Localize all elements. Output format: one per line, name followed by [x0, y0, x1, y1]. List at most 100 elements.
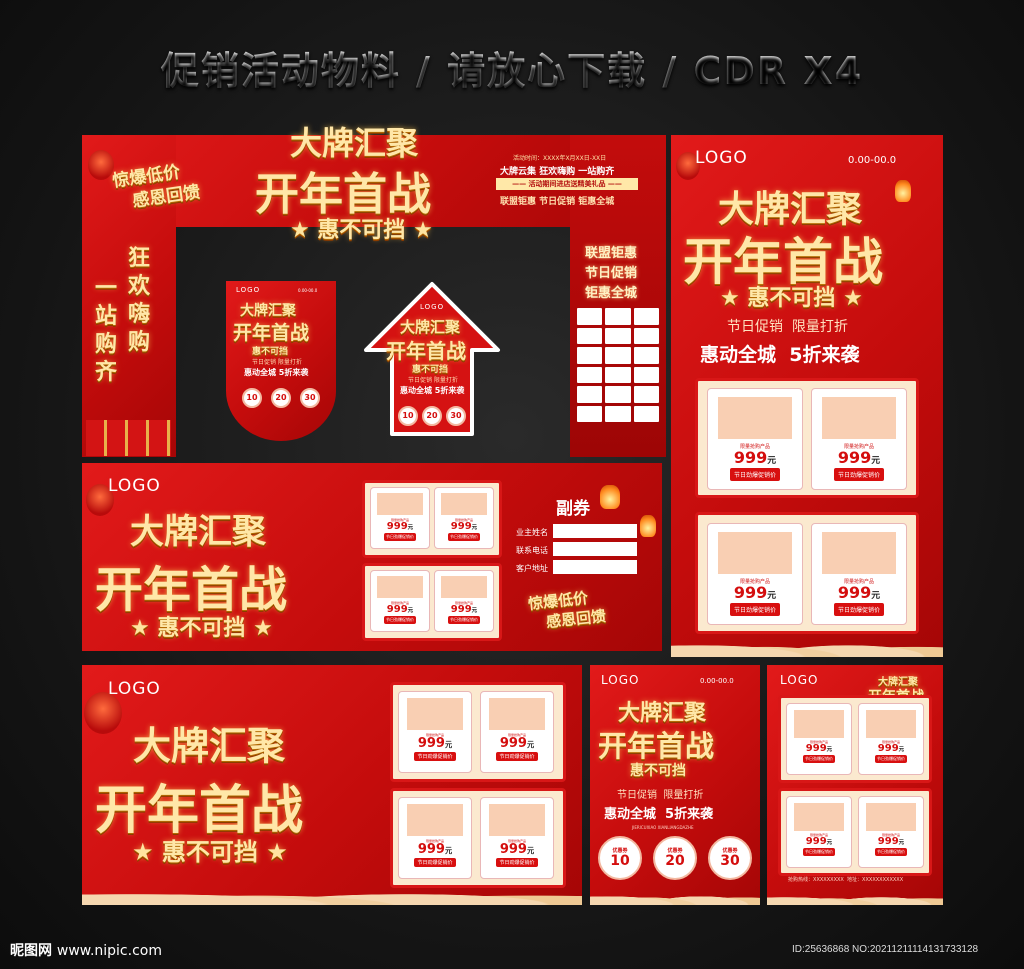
arrow-headline-3: 惠不可挡: [412, 365, 449, 375]
price-label: 节日劲爆促销价: [875, 848, 907, 857]
price-value: 999: [417, 842, 445, 858]
site-url: www.nipic.com: [56, 943, 162, 959]
price-label: 节日劲爆促销价: [448, 532, 480, 541]
price-unit: 元: [526, 740, 535, 750]
product-tag: 限量抢购产品: [809, 740, 828, 745]
headline-text: 惠不可挡: [747, 286, 836, 311]
coupon-value: 20: [426, 411, 438, 420]
price-value: 999: [805, 836, 827, 848]
cloud-decoration: [767, 887, 943, 905]
price-unit: 元: [471, 524, 478, 531]
grid-cell: [605, 366, 631, 383]
headline-text: 惠不可挡: [161, 838, 258, 866]
product-image-placeholder: [377, 576, 423, 599]
price-unit: 元: [898, 747, 905, 754]
coupon-label: 优惠券: [722, 847, 738, 854]
coupon-30: 30: [300, 388, 320, 408]
product-image-placeholder: [866, 709, 916, 738]
cloud-decoration: [82, 880, 582, 905]
image-id: ID:25636868 NO:20211211114131733128: [792, 944, 979, 955]
flyer-back-logo: LOGO: [780, 673, 819, 687]
flyer-headline-1: 大牌汇聚: [618, 701, 707, 726]
coupon-value: 10: [246, 393, 258, 402]
bottom-banner-logo: LOGO: [108, 679, 161, 699]
grid-cell: [605, 405, 631, 422]
product-price: 999元: [878, 744, 904, 754]
product-image-placeholder: [377, 493, 423, 516]
price-label: 节日劲爆促销价: [414, 858, 456, 868]
arch-headline-3: ★ 惠不可挡 ★: [290, 212, 433, 244]
owner-name-field[interactable]: [553, 524, 637, 538]
product-image-placeholder: [441, 576, 487, 599]
product-tag: 限量抢购产品: [425, 733, 444, 738]
tall-headline-1: 大牌汇聚: [718, 189, 863, 230]
price-unit: 元: [826, 747, 833, 754]
product-tag: 限量抢购产品: [454, 600, 473, 605]
grid-cell: [633, 366, 659, 383]
hanging-sign-headline-3: 惠不可挡: [252, 347, 289, 357]
product-tag: 限量抢购产品: [843, 579, 874, 586]
address-field[interactable]: [553, 560, 637, 574]
star-icon: ★: [130, 616, 150, 641]
hotline-label: 抢购热线：: [788, 877, 814, 883]
arrow-sticker-shape: [364, 282, 500, 436]
flyer-back-contact: 抢购热线：XXXXXXXXX 地址：XXXXXXXXXXXX: [788, 876, 903, 883]
grid-cell: [577, 327, 603, 344]
product-image-placeholder: [406, 804, 464, 837]
product-price: 999元: [878, 837, 904, 847]
flyer-headline-2: 开年首战: [598, 729, 715, 763]
left-pillar-col-1: 一站购齐: [95, 276, 118, 385]
grid-cell: [633, 386, 659, 403]
product-price: 999元: [734, 450, 776, 466]
coupon-label: 优惠券: [667, 847, 683, 854]
right-pillar-text-2: 节日促销: [585, 266, 638, 281]
price-value: 999: [733, 448, 768, 468]
tall-poster-logo: LOGO: [695, 148, 748, 168]
right-pillar-text-3: 钜惠全城: [585, 286, 638, 301]
flyer-time: 0.00-00.0: [700, 677, 734, 685]
hanging-sign-time: 0.00-00.0: [298, 288, 318, 293]
product-tag: 限量抢购产品: [454, 517, 473, 522]
banner-logo: LOGO: [108, 476, 161, 496]
coupon-value: 10: [610, 852, 630, 869]
price-value: 999: [877, 836, 899, 848]
star-icon: ★: [290, 218, 310, 243]
lantern-icon: [86, 484, 114, 516]
arrow-sub-2: 惠动全城 5折来袭: [400, 386, 465, 395]
grid-cell: [577, 347, 603, 364]
watermark-brand: 昵图网 www.nipic.com: [10, 940, 162, 960]
product-tag: 限量抢购产品: [881, 833, 900, 838]
price-label: 节日劲爆促销价: [803, 755, 835, 764]
product-image-placeholder: [794, 709, 844, 738]
product-price: 999元: [387, 604, 413, 615]
coupon-value: 30: [450, 411, 462, 420]
price-unit: 元: [471, 607, 478, 614]
price-label: 节日劲爆促销价: [833, 603, 884, 617]
headline-text: 惠不可挡: [317, 218, 406, 243]
product-tag: 限量抢购产品: [390, 517, 409, 522]
arch-line-3: 联盟钜惠 节日促销 钜惠全城: [500, 197, 615, 207]
bottom-headline-2: 开年首战: [95, 781, 304, 841]
site-brand: 昵图网: [10, 943, 52, 959]
cloud-decoration: [590, 885, 760, 905]
bottom-headline-1: 大牌汇聚: [133, 724, 286, 768]
arrow-sticker-logo: LOGO: [420, 303, 445, 311]
product-image-placeholder: [822, 397, 896, 440]
phone-field[interactable]: [553, 542, 637, 556]
banner-headline-2: 开年首战: [95, 562, 288, 618]
hanging-sign-headline-2: 开年首战: [233, 322, 310, 344]
product-image-placeholder: [718, 532, 792, 575]
price-label: 节日劲爆促销价: [803, 848, 835, 857]
coupon-value: 10: [402, 411, 414, 420]
